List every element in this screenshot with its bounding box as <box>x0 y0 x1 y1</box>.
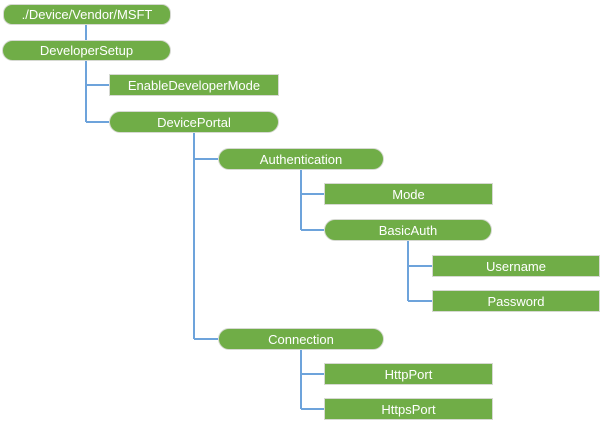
connector-line-basic-auth-password <box>408 300 432 302</box>
tree-node-enable-developer-mode: EnableDeveloperMode <box>109 74 279 96</box>
tree-node-https-port: HttpsPort <box>324 398 493 420</box>
tree-node-developer-setup: DeveloperSetup <box>2 40 171 61</box>
connector-line-developer-setup-enable-developer-mode <box>86 84 109 86</box>
tree-node-mode: Mode <box>324 183 493 205</box>
connector-line-root-developer-setup <box>85 25 87 40</box>
connector-line-basic-auth-username <box>408 265 432 267</box>
connector-line-basic-auth-password <box>407 241 409 301</box>
connector-line-authentication-basic-auth <box>301 229 324 231</box>
tree-node-http-port: HttpPort <box>324 363 493 385</box>
connector-line-authentication-mode <box>301 193 324 195</box>
connector-line-connection-http-port <box>301 373 324 375</box>
tree-node-connection: Connection <box>218 328 384 350</box>
connector-line-device-portal-connection <box>193 133 195 339</box>
tree-node-device-portal: DevicePortal <box>109 111 279 133</box>
tree-node-password: Password <box>432 290 600 312</box>
tree-node-authentication: Authentication <box>218 148 384 170</box>
connector-line-device-portal-connection <box>194 338 218 340</box>
connector-line-developer-setup-device-portal <box>85 61 87 122</box>
tree-node-root: ./Device/Vendor/MSFT <box>3 4 171 25</box>
connector-line-connection-https-port <box>301 408 324 410</box>
tree-node-username: Username <box>432 255 600 277</box>
tree-node-basic-auth: BasicAuth <box>324 219 492 241</box>
connector-line-device-portal-authentication <box>194 158 218 160</box>
connector-line-authentication-basic-auth <box>300 170 302 230</box>
connector-line-connection-https-port <box>300 350 302 409</box>
connector-line-developer-setup-device-portal <box>86 121 109 123</box>
